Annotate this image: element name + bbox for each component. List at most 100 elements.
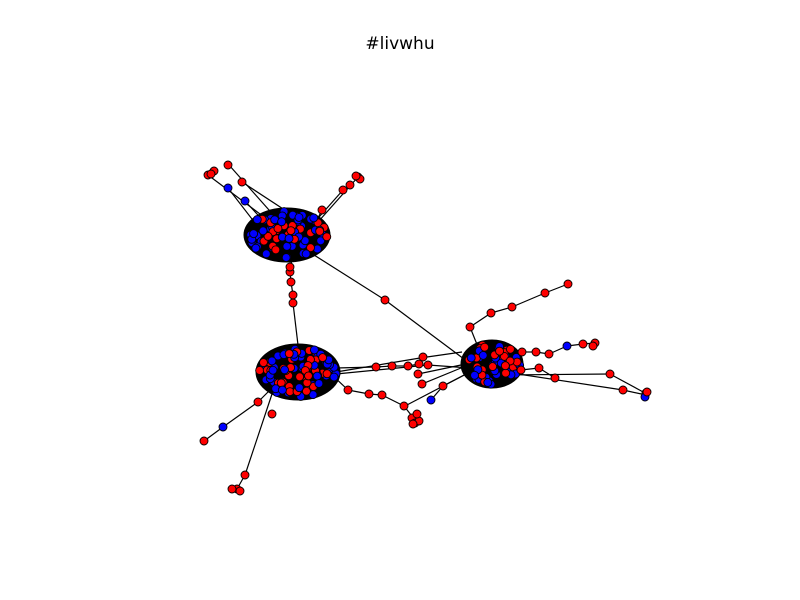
graph-node-red	[237, 177, 247, 187]
graph-node-blue	[329, 372, 339, 382]
graph-node-red	[505, 344, 515, 354]
graph-node-red	[301, 386, 311, 396]
graph-node-blue	[478, 350, 488, 360]
branch-edge	[404, 371, 471, 407]
graph-node-red	[227, 484, 237, 494]
graph-node-blue	[251, 243, 261, 253]
graph-node-red	[288, 290, 298, 300]
graph-node-red	[322, 369, 332, 379]
graph-node-blue	[483, 378, 493, 387]
branch-edge	[511, 292, 546, 308]
graph-node-red	[380, 295, 390, 305]
graph-node-red	[285, 262, 295, 272]
graph-node-blue	[284, 234, 294, 243]
graph-node-blue	[267, 356, 277, 366]
graph-node-red	[284, 349, 294, 359]
graph-node-red	[235, 486, 245, 496]
graph-node-red	[495, 346, 505, 356]
graph-node-red	[507, 302, 517, 312]
graph-node-red	[351, 171, 361, 181]
graph-node-red	[588, 341, 598, 351]
graph-node-red	[286, 226, 296, 236]
graph-node-red	[563, 279, 573, 289]
graph-node-red	[318, 353, 328, 363]
graph-node-red	[480, 342, 490, 352]
graph-node-blue	[218, 422, 228, 432]
graph-node-red	[399, 401, 409, 411]
graph-node-blue	[316, 236, 326, 246]
branch-edge	[417, 364, 462, 375]
graph-node-red	[618, 385, 628, 395]
graph-node-blue	[249, 229, 259, 239]
graph-node-red	[550, 373, 560, 383]
graph-node-red	[605, 369, 615, 379]
graph-node-blue	[312, 371, 322, 381]
graph-node-blue	[240, 196, 250, 206]
graph-node-red	[516, 365, 526, 375]
graph-node-red	[438, 381, 448, 391]
graph-node-red	[295, 372, 305, 382]
graph-node-blue	[466, 353, 476, 363]
graph-node-blue	[309, 213, 319, 223]
graph-node-red	[306, 243, 315, 253]
graph-node-blue	[301, 249, 311, 259]
graph-node-red	[578, 339, 588, 349]
graph-node-red	[412, 409, 422, 419]
graph-node-red	[377, 390, 387, 400]
graph-node-blue	[268, 365, 278, 375]
graph-node-red	[263, 231, 273, 241]
graph-node-blue	[223, 183, 233, 193]
graph-node-red	[338, 185, 348, 195]
graph-node-red	[199, 436, 209, 446]
branch-edge	[421, 367, 462, 385]
graph-node-red	[223, 160, 233, 170]
graph-node-red	[322, 232, 332, 242]
branch-edge	[335, 366, 377, 369]
graph-node-blue	[280, 365, 290, 375]
graph-node-red	[387, 361, 397, 371]
branch-edge	[427, 364, 471, 369]
graph-node-red	[501, 368, 511, 378]
branch-edge	[244, 384, 276, 476]
graph-node-red	[414, 359, 424, 369]
graph-node-red	[544, 349, 554, 359]
graph-node-blue	[470, 370, 480, 380]
graph-node-red	[267, 409, 277, 419]
graph-node-red	[345, 180, 355, 190]
graph-node-red	[417, 379, 427, 389]
graph-node-red	[534, 363, 544, 373]
branch-edge	[335, 364, 429, 375]
graph-node-red	[240, 470, 250, 480]
graph-node-red	[403, 361, 413, 371]
graph-node-blue	[258, 226, 268, 236]
graph-node-blue	[281, 253, 291, 262]
graph-node-blue	[261, 249, 271, 259]
graph-node-blue	[277, 217, 287, 227]
graph-node-red	[531, 347, 541, 357]
branch-edge	[222, 401, 259, 428]
graph-node-red	[371, 362, 381, 372]
graph-node-red	[413, 369, 423, 379]
graph-node-red	[642, 387, 652, 397]
graph-node-red	[255, 365, 265, 375]
graph-node-blue	[294, 212, 304, 222]
branch-edge	[302, 247, 386, 301]
branch-edge	[384, 299, 477, 369]
branch-edge	[609, 373, 646, 394]
graph-node-red	[253, 397, 263, 407]
graph-node-red	[304, 371, 313, 381]
graph-node-blue	[252, 215, 262, 225]
graph-node-red	[206, 169, 216, 179]
graph-node-blue	[314, 379, 324, 388]
graph-node-red	[408, 419, 418, 429]
graph-node-red	[517, 347, 527, 357]
graph-node-blue	[426, 395, 436, 405]
graph-node-blue	[277, 385, 287, 395]
graph-node-blue	[294, 383, 304, 393]
graph-node-red	[465, 322, 475, 332]
graph-node-red	[343, 385, 353, 395]
graph-node-red	[486, 308, 496, 318]
graph-node-red	[317, 205, 327, 215]
graph-node-red	[418, 352, 428, 362]
